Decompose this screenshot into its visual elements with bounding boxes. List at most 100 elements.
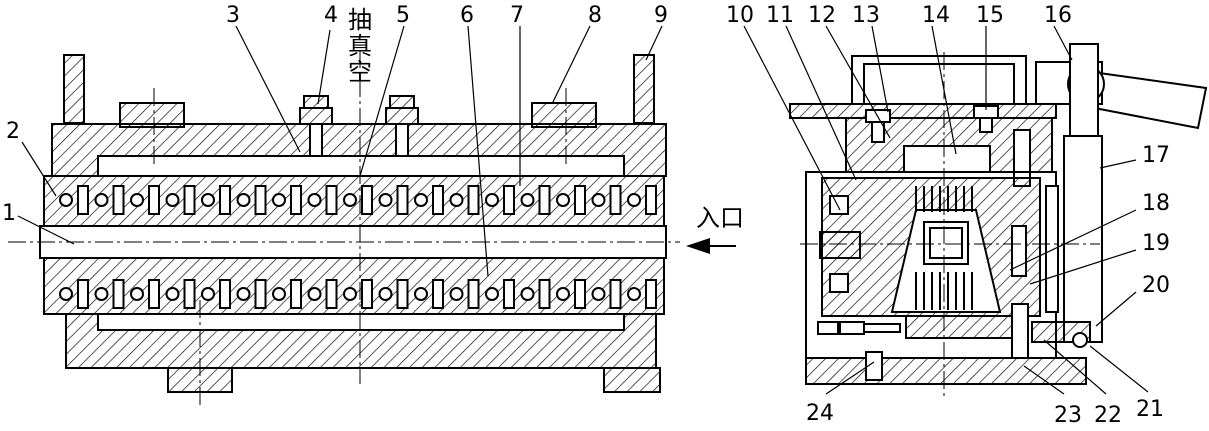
vacuum-label: 抽真空 <box>348 6 372 86</box>
cooling-slot <box>361 279 373 309</box>
cooling-slot <box>503 279 515 309</box>
part-number-5: 5 <box>396 3 410 28</box>
cooling-hole <box>272 193 286 207</box>
lower-vacuum-channel <box>97 313 625 331</box>
cooling-hole <box>520 193 535 207</box>
upper-insert <box>903 145 991 173</box>
cooling-hole <box>485 287 499 301</box>
cooling-hole <box>343 193 357 207</box>
cooling-hole <box>378 193 393 207</box>
part-number-10: 10 <box>726 3 754 28</box>
top-plate <box>789 103 1057 119</box>
cooling-hole <box>130 287 144 301</box>
cooling-hole <box>201 193 215 207</box>
cooling-slot <box>538 279 551 309</box>
cooling-slot <box>148 185 160 215</box>
cooling-slot <box>396 279 409 309</box>
cooling-slot <box>219 279 231 309</box>
cooling-hole <box>130 193 144 207</box>
cooling-hole <box>414 287 428 301</box>
cooling-hole <box>272 287 286 301</box>
cooling-slot <box>254 185 267 215</box>
lower-insert <box>905 315 1027 339</box>
cooling-slot <box>77 185 89 215</box>
cooling-hole <box>94 193 109 207</box>
cooling-hole <box>165 287 180 301</box>
lower-cooling-plate <box>43 257 665 315</box>
cooling-hole <box>627 193 641 207</box>
cooling-slot <box>467 279 480 309</box>
part-number-9: 9 <box>654 3 668 28</box>
cooling-hole <box>591 287 606 301</box>
cooling-hole <box>627 287 641 301</box>
cooling-hole <box>236 193 251 207</box>
cooling-slot <box>148 279 160 309</box>
vacuum-nozzle-2 <box>385 95 419 157</box>
cooling-hole <box>201 287 215 301</box>
cooling-slot <box>183 279 196 309</box>
upper-cooling-holes <box>59 185 657 215</box>
cooling-hole <box>165 193 180 207</box>
part-number-24: 24 <box>806 401 834 426</box>
cooling-slot <box>538 185 551 215</box>
cooling-slot <box>112 185 125 215</box>
left-labels: 1 2 3 4 5 6 7 8 9 抽真空 入口 <box>2 3 744 232</box>
cooling-hole <box>59 287 73 301</box>
vacuum-nozzle-1 <box>299 95 333 157</box>
part-number-8: 8 <box>588 3 602 28</box>
cooling-slot <box>77 279 89 309</box>
part-number-23: 23 <box>1054 403 1082 428</box>
cooling-slot <box>290 279 302 309</box>
cooling-fins <box>915 186 973 310</box>
part-number-20: 20 <box>1142 273 1170 298</box>
right-section-view <box>789 43 1208 398</box>
cooling-hole <box>378 287 393 301</box>
cooling-hole <box>556 193 570 207</box>
part-number-7: 7 <box>510 3 524 28</box>
part-number-3: 3 <box>226 3 240 28</box>
left-guide-pin <box>63 54 85 124</box>
inlet-label: 入口 <box>696 204 744 232</box>
cooling-slot <box>325 185 338 215</box>
part-number-1: 1 <box>2 201 16 226</box>
part-number-14: 14 <box>922 3 950 28</box>
part-number-16: 16 <box>1044 3 1072 28</box>
cooling-hole <box>59 193 73 207</box>
part-number-17: 17 <box>1142 143 1170 168</box>
cooling-hole <box>556 287 570 301</box>
left-section-view <box>8 50 736 408</box>
cooling-hole <box>485 193 499 207</box>
cooling-hole <box>307 193 322 207</box>
lower-cooling-holes <box>59 279 657 309</box>
part-number-19: 19 <box>1142 231 1170 256</box>
foot-right <box>603 367 661 393</box>
cooling-slot <box>290 185 302 215</box>
cooling-slot <box>432 279 444 309</box>
base-plate <box>805 357 1087 385</box>
part-number-15: 15 <box>976 3 1004 28</box>
cooling-slot <box>467 185 480 215</box>
cooling-slot <box>183 185 196 215</box>
part-number-12: 12 <box>808 3 836 28</box>
part-number-6: 6 <box>460 3 474 28</box>
cooling-slot <box>361 185 373 215</box>
cooling-hole <box>307 287 322 301</box>
cooling-slot <box>503 185 515 215</box>
cooling-slot <box>254 279 267 309</box>
cooling-hole <box>414 193 428 207</box>
cooling-slot <box>432 185 444 215</box>
cooling-slot <box>219 185 231 215</box>
cooling-slot <box>574 185 586 215</box>
part-number-13: 13 <box>852 3 880 28</box>
cooling-hole <box>449 287 464 301</box>
cooling-slot <box>609 185 622 215</box>
part-number-18: 18 <box>1142 191 1170 216</box>
cooling-hole <box>343 287 357 301</box>
right-labels: 10 11 12 13 14 15 16 17 18 19 20 21 22 2… <box>726 3 1170 428</box>
part-number-2: 2 <box>6 119 20 144</box>
part-number-22: 22 <box>1094 403 1122 428</box>
cooling-hole <box>520 287 535 301</box>
clamp-frame <box>851 55 1027 104</box>
part-number-21: 21 <box>1136 397 1164 422</box>
right-guide-pin <box>633 54 655 124</box>
